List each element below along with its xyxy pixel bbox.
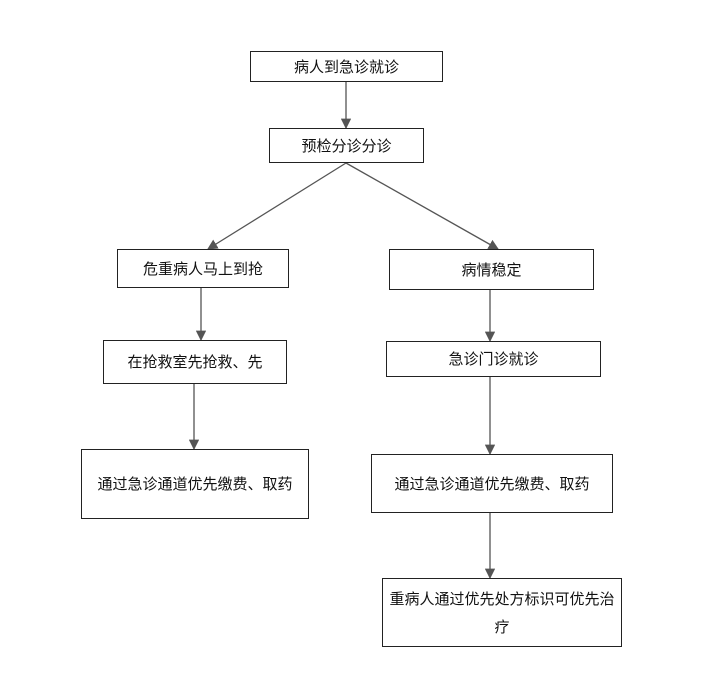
node-arrive-emergency: 病人到急诊就诊 bbox=[250, 51, 443, 82]
node-right-priority-payment: 通过急诊通道优先缴费、取药 bbox=[371, 454, 613, 513]
node-emergency-outpatient: 急诊门诊就诊 bbox=[386, 341, 601, 377]
node-critical-patient: 危重病人马上到抢 bbox=[117, 249, 289, 288]
arrow-triage-to-stable bbox=[345, 162, 499, 250]
node-stable-condition: 病情稳定 bbox=[389, 249, 594, 290]
arrow-triage-to-critical bbox=[207, 162, 347, 250]
node-severe-priority-mark: 重病人通过优先处方标识可优先治疗 bbox=[382, 578, 622, 647]
node-triage: 预检分诊分诊 bbox=[269, 128, 424, 163]
node-left-priority-payment: 通过急诊通道优先缴费、取药 bbox=[81, 449, 309, 519]
node-rescue-room: 在抢救室先抢救、先 bbox=[103, 340, 287, 384]
